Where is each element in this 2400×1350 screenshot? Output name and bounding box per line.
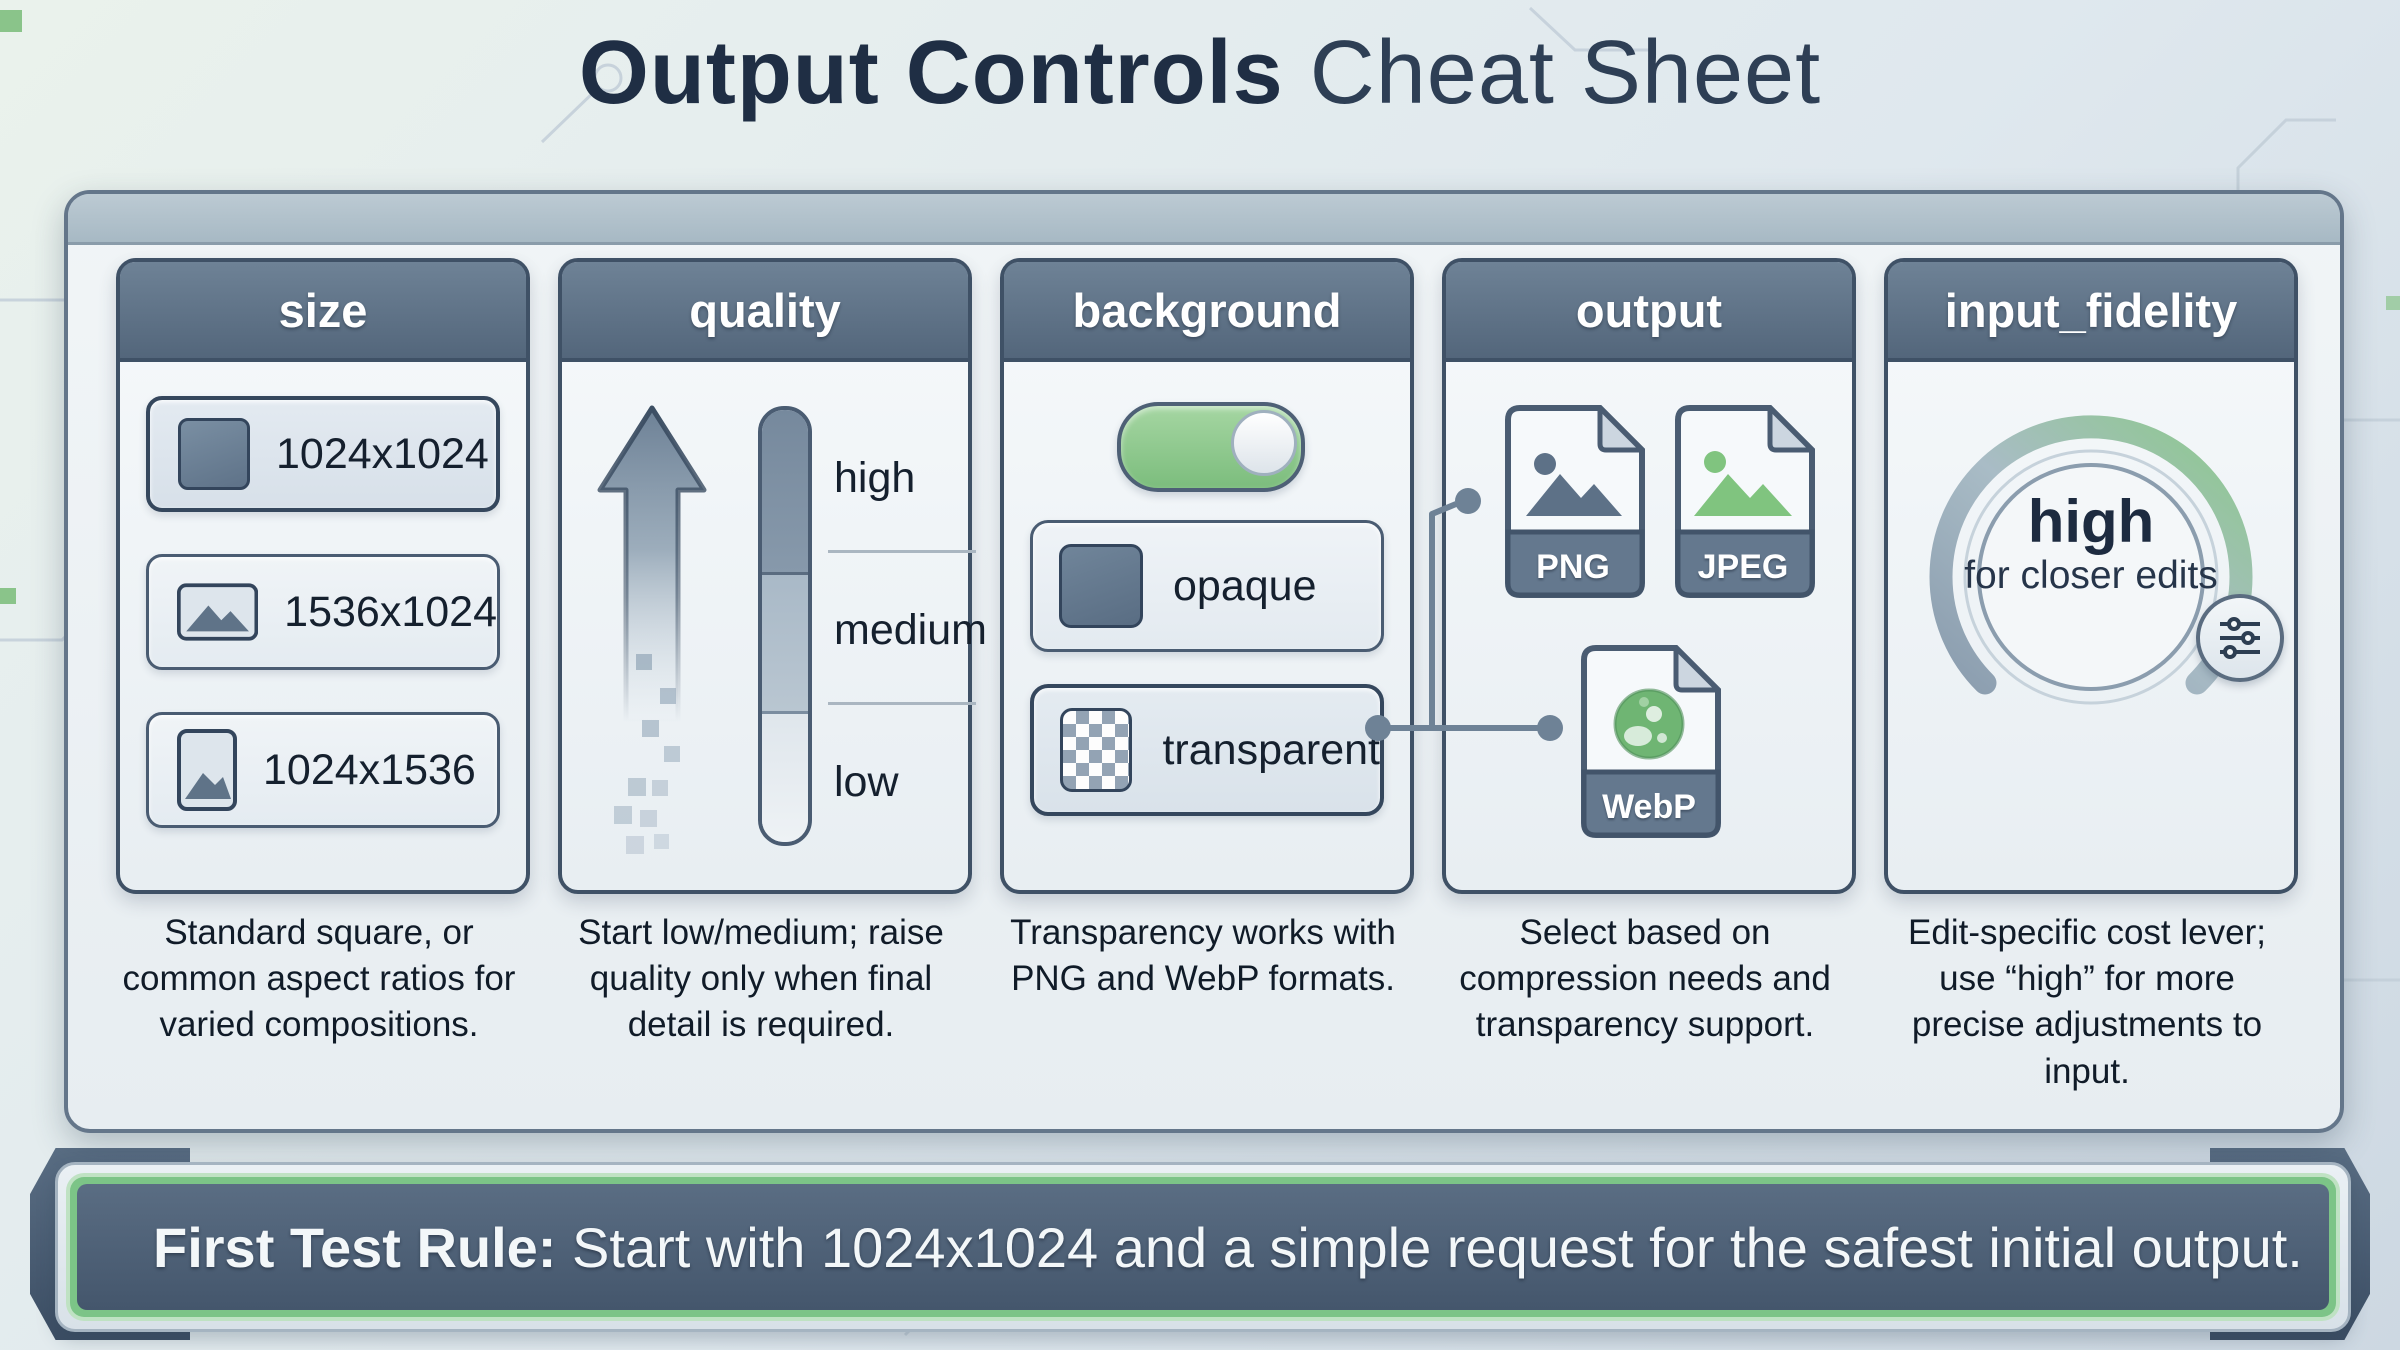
quality-gauge[interactable] — [758, 406, 812, 846]
opaque-swatch-icon — [1059, 544, 1143, 628]
quality-level-low: low — [834, 758, 899, 806]
dial-value: high — [2027, 488, 2155, 555]
background-toggle-on[interactable] — [1117, 402, 1305, 492]
size-option-1024x1024[interactable]: 1024x1024 — [146, 396, 500, 512]
quality-header: quality — [562, 262, 968, 362]
input-fidelity-description: Edit-specific cost lever; use “high” for… — [1908, 913, 2266, 1091]
dial-icon — [1929, 415, 2253, 705]
dial-text: high for closer edits — [1896, 488, 2286, 597]
page-title-bold: Output Controls — [578, 23, 1284, 123]
quality-level-high: high — [834, 454, 916, 502]
background-option-label: opaque — [1173, 561, 1317, 610]
arrow-up-icon — [597, 405, 707, 854]
column-input-fidelity: input_fidelity — [1884, 258, 2298, 894]
size-option-label: 1024x1024 — [276, 429, 489, 478]
output-description: Select based on compression needs and tr… — [1459, 913, 1831, 1045]
gauge-segment-high — [762, 410, 808, 575]
size-option-label: 1536x1024 — [284, 587, 497, 636]
size-option-label: 1024x1536 — [263, 745, 476, 794]
column-output: output PNG — [1442, 258, 1856, 894]
quality-description: Start low/medium; raise quality only whe… — [578, 913, 944, 1045]
banner-message: Start with 1024x1024 and a simple reques… — [556, 1215, 2303, 1279]
gauge-segment-medium — [762, 574, 808, 715]
format-webp[interactable]: WebP — [1574, 644, 1724, 839]
banner-label: First Test Rule: — [153, 1215, 557, 1279]
background-option-label: transparent — [1162, 725, 1380, 774]
first-test-rule-banner: First Test Rule: Start with 1024x1024 an… — [55, 1162, 2351, 1332]
fidelity-dial[interactable]: high for closer edits — [1896, 382, 2286, 772]
column-size: size 1024x1024 1536x1024 — [116, 258, 530, 894]
square-aspect-icon — [178, 418, 250, 490]
column-background: background opaque transparent — [1000, 258, 1414, 894]
page-title: Output Controls Cheat Sheet — [0, 22, 2400, 125]
file-icon — [1675, 405, 1815, 598]
column-quality: quality — [558, 258, 987, 894]
format-label: JPEG — [1697, 548, 1789, 586]
dial-caption: for closer edits — [1964, 553, 2218, 597]
input-fidelity-header: input_fidelity — [1888, 262, 2294, 362]
format-jpeg[interactable]: JPEG — [1668, 404, 1818, 599]
gauge-segment-low — [762, 714, 808, 842]
sliders-icon — [2220, 617, 2260, 659]
background-body: opaque transparent — [1004, 362, 1410, 890]
input-fidelity-body: high for closer edits — [1888, 362, 2294, 890]
background-description: Transparency works with PNG and WebP for… — [1010, 913, 1396, 999]
green-node-decoration — [0, 10, 22, 32]
size-body: 1024x1024 1536x1024 1024x1536 — [120, 362, 526, 890]
background-option-opaque[interactable]: opaque — [1030, 520, 1384, 652]
quality-divider — [828, 550, 976, 553]
quality-divider — [828, 702, 976, 705]
output-header: output — [1446, 262, 1852, 362]
size-header: size — [120, 262, 526, 362]
size-option-1024x1536[interactable]: 1024x1536 — [146, 712, 500, 828]
background-header: background — [1004, 262, 1410, 362]
size-description: Standard square, or common aspect ratios… — [122, 913, 516, 1045]
banner-green-frame: First Test Rule: Start with 1024x1024 an… — [70, 1177, 2336, 1317]
controls-panel: size 1024x1024 1536x1024 — [64, 190, 2344, 1133]
size-option-1536x1024[interactable]: 1536x1024 — [146, 554, 500, 670]
quality-body: high medium low — [562, 362, 987, 890]
background-option-transparent[interactable]: transparent — [1030, 684, 1384, 816]
banner-text: First Test Rule: Start with 1024x1024 an… — [153, 1215, 2303, 1280]
fidelity-adjust-button[interactable] — [2196, 594, 2284, 682]
format-png[interactable]: PNG — [1498, 404, 1648, 599]
banner-content: First Test Rule: Start with 1024x1024 an… — [77, 1184, 2329, 1310]
file-icon — [1581, 645, 1721, 838]
format-label: WebP — [1602, 788, 1696, 826]
landscape-image-icon — [177, 583, 259, 641]
format-label: PNG — [1536, 548, 1610, 586]
portrait-image-icon — [177, 729, 237, 811]
page-title-regular: Cheat Sheet — [1283, 23, 1822, 123]
checkerboard-icon — [1060, 708, 1133, 792]
webp-sphere-icon — [1613, 688, 1685, 760]
file-icon — [1505, 405, 1645, 598]
panel-title-bar — [68, 194, 2340, 245]
output-body: PNG JPEG — [1446, 362, 1852, 890]
toggle-knob — [1231, 410, 1297, 476]
quality-level-medium: medium — [834, 606, 987, 654]
